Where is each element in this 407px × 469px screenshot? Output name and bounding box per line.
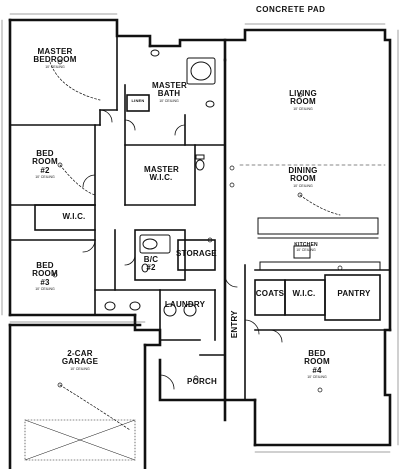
master-bedroom-name-1: MASTER: [37, 47, 73, 56]
bath-2-label: B/C #2: [140, 255, 162, 273]
small-wic-name: W.I.C.: [62, 212, 86, 221]
pantry-name: PANTRY: [337, 289, 371, 298]
garage-label: 2-CAR GARAGE 10' CEILING: [58, 349, 102, 371]
bedroom-3-ceiling: 10' CEILING: [35, 287, 55, 292]
entry-name: ENTRY: [229, 310, 239, 339]
master-bedroom-name-2: BEDROOM: [33, 55, 77, 65]
doors: [82, 109, 283, 390]
bedroom-3-number: #3: [40, 277, 50, 287]
master-wic-label: MASTER W.I.C.: [144, 165, 179, 183]
bath-2-name-2: #2: [146, 263, 156, 273]
exterior-walls: [8, 18, 392, 469]
kitchen-wic-name: W.I.C.: [292, 289, 316, 298]
dining-room-ceiling: 10' CEILING: [293, 183, 313, 188]
dining-room-name-2: ROOM: [290, 174, 316, 184]
bedroom-3-name-1: BED: [36, 261, 54, 270]
porch-label: PORCH: [184, 377, 220, 386]
living-room-label: LIVING ROOM 10' CEILING: [283, 89, 323, 111]
living-room-name-2: ROOM: [290, 97, 316, 107]
small-wic-label: W.I.C.: [60, 212, 88, 221]
bedroom-4-name-1: BED: [308, 349, 326, 358]
bedroom-2-name-2: ROOM: [32, 157, 58, 167]
dining-room-name-1: DINING: [288, 166, 318, 175]
bedroom-2-ceiling: 10' CEILING: [35, 175, 55, 180]
coats-label: COATS: [255, 289, 285, 298]
bedroom-3-label: BED ROOM #3 10' CEILING: [28, 261, 62, 292]
pantry-label: PANTRY: [334, 289, 374, 298]
storage-label: STORAGE: [176, 249, 217, 258]
kitchen-name: KITCHEN: [294, 242, 318, 248]
bedroom-2-number: #2: [40, 165, 50, 175]
bedroom-4-number: #4: [312, 365, 322, 375]
linen-label: LINEN: [129, 98, 147, 103]
linen-name: LINEN: [131, 98, 145, 103]
electrical-symbols: [49, 59, 343, 431]
kitchen-wic-label: W.I.C.: [289, 289, 319, 298]
living-room-name-1: LIVING: [289, 89, 317, 98]
garage-ceiling: 10' CEILING: [70, 366, 90, 371]
master-bath-label: MASTER BATH 10' CEILING: [152, 81, 187, 103]
storage-name: STORAGE: [176, 249, 217, 258]
dining-room-label: DINING ROOM 10' CEILING: [283, 166, 323, 188]
bedroom-2-label: BED ROOM #2 10' CEILING: [28, 149, 62, 180]
master-bedroom-ceiling: 10' CEILING: [45, 64, 65, 69]
bedroom-4-ceiling: 10' CEILING: [307, 375, 327, 380]
dimension-lines: [1, 13, 399, 453]
laundry-label: LAUNDRY: [164, 300, 206, 309]
fixtures: [24, 49, 386, 461]
bath-2-name-1: B/C: [143, 255, 159, 264]
kitchen-ceiling: 10' CEILING: [296, 248, 316, 253]
porch-name: PORCH: [187, 377, 217, 386]
entry-label: ENTRY: [229, 305, 239, 343]
bedroom-4-label: BED ROOM #4 10' CEILING: [300, 349, 334, 380]
master-wic-name-1: MASTER: [144, 165, 179, 174]
garage-name-1: 2-CAR: [67, 349, 93, 358]
concrete-pad-label: CONCRETE PAD: [256, 5, 326, 14]
bedroom-3-name-2: ROOM: [32, 269, 58, 279]
master-bath-name-2: BATH: [157, 89, 181, 99]
master-bath-ceiling: 10' CEILING: [159, 98, 179, 103]
master-bath-name-1: MASTER: [152, 81, 187, 90]
garage-name-2: GARAGE: [61, 357, 99, 367]
living-room-ceiling: 10' CEILING: [293, 106, 313, 111]
kitchen-label: KITCHEN 10' CEILING: [288, 242, 324, 253]
master-wic-name-2: W.I.C.: [149, 173, 173, 183]
bedroom-4-name-2: ROOM: [304, 357, 330, 367]
master-bedroom-label: MASTER BEDROOM 10' CEILING: [32, 47, 78, 69]
laundry-name: LAUNDRY: [164, 300, 206, 309]
coats-name: COATS: [255, 289, 285, 298]
bedroom-2-name-1: BED: [36, 149, 54, 158]
